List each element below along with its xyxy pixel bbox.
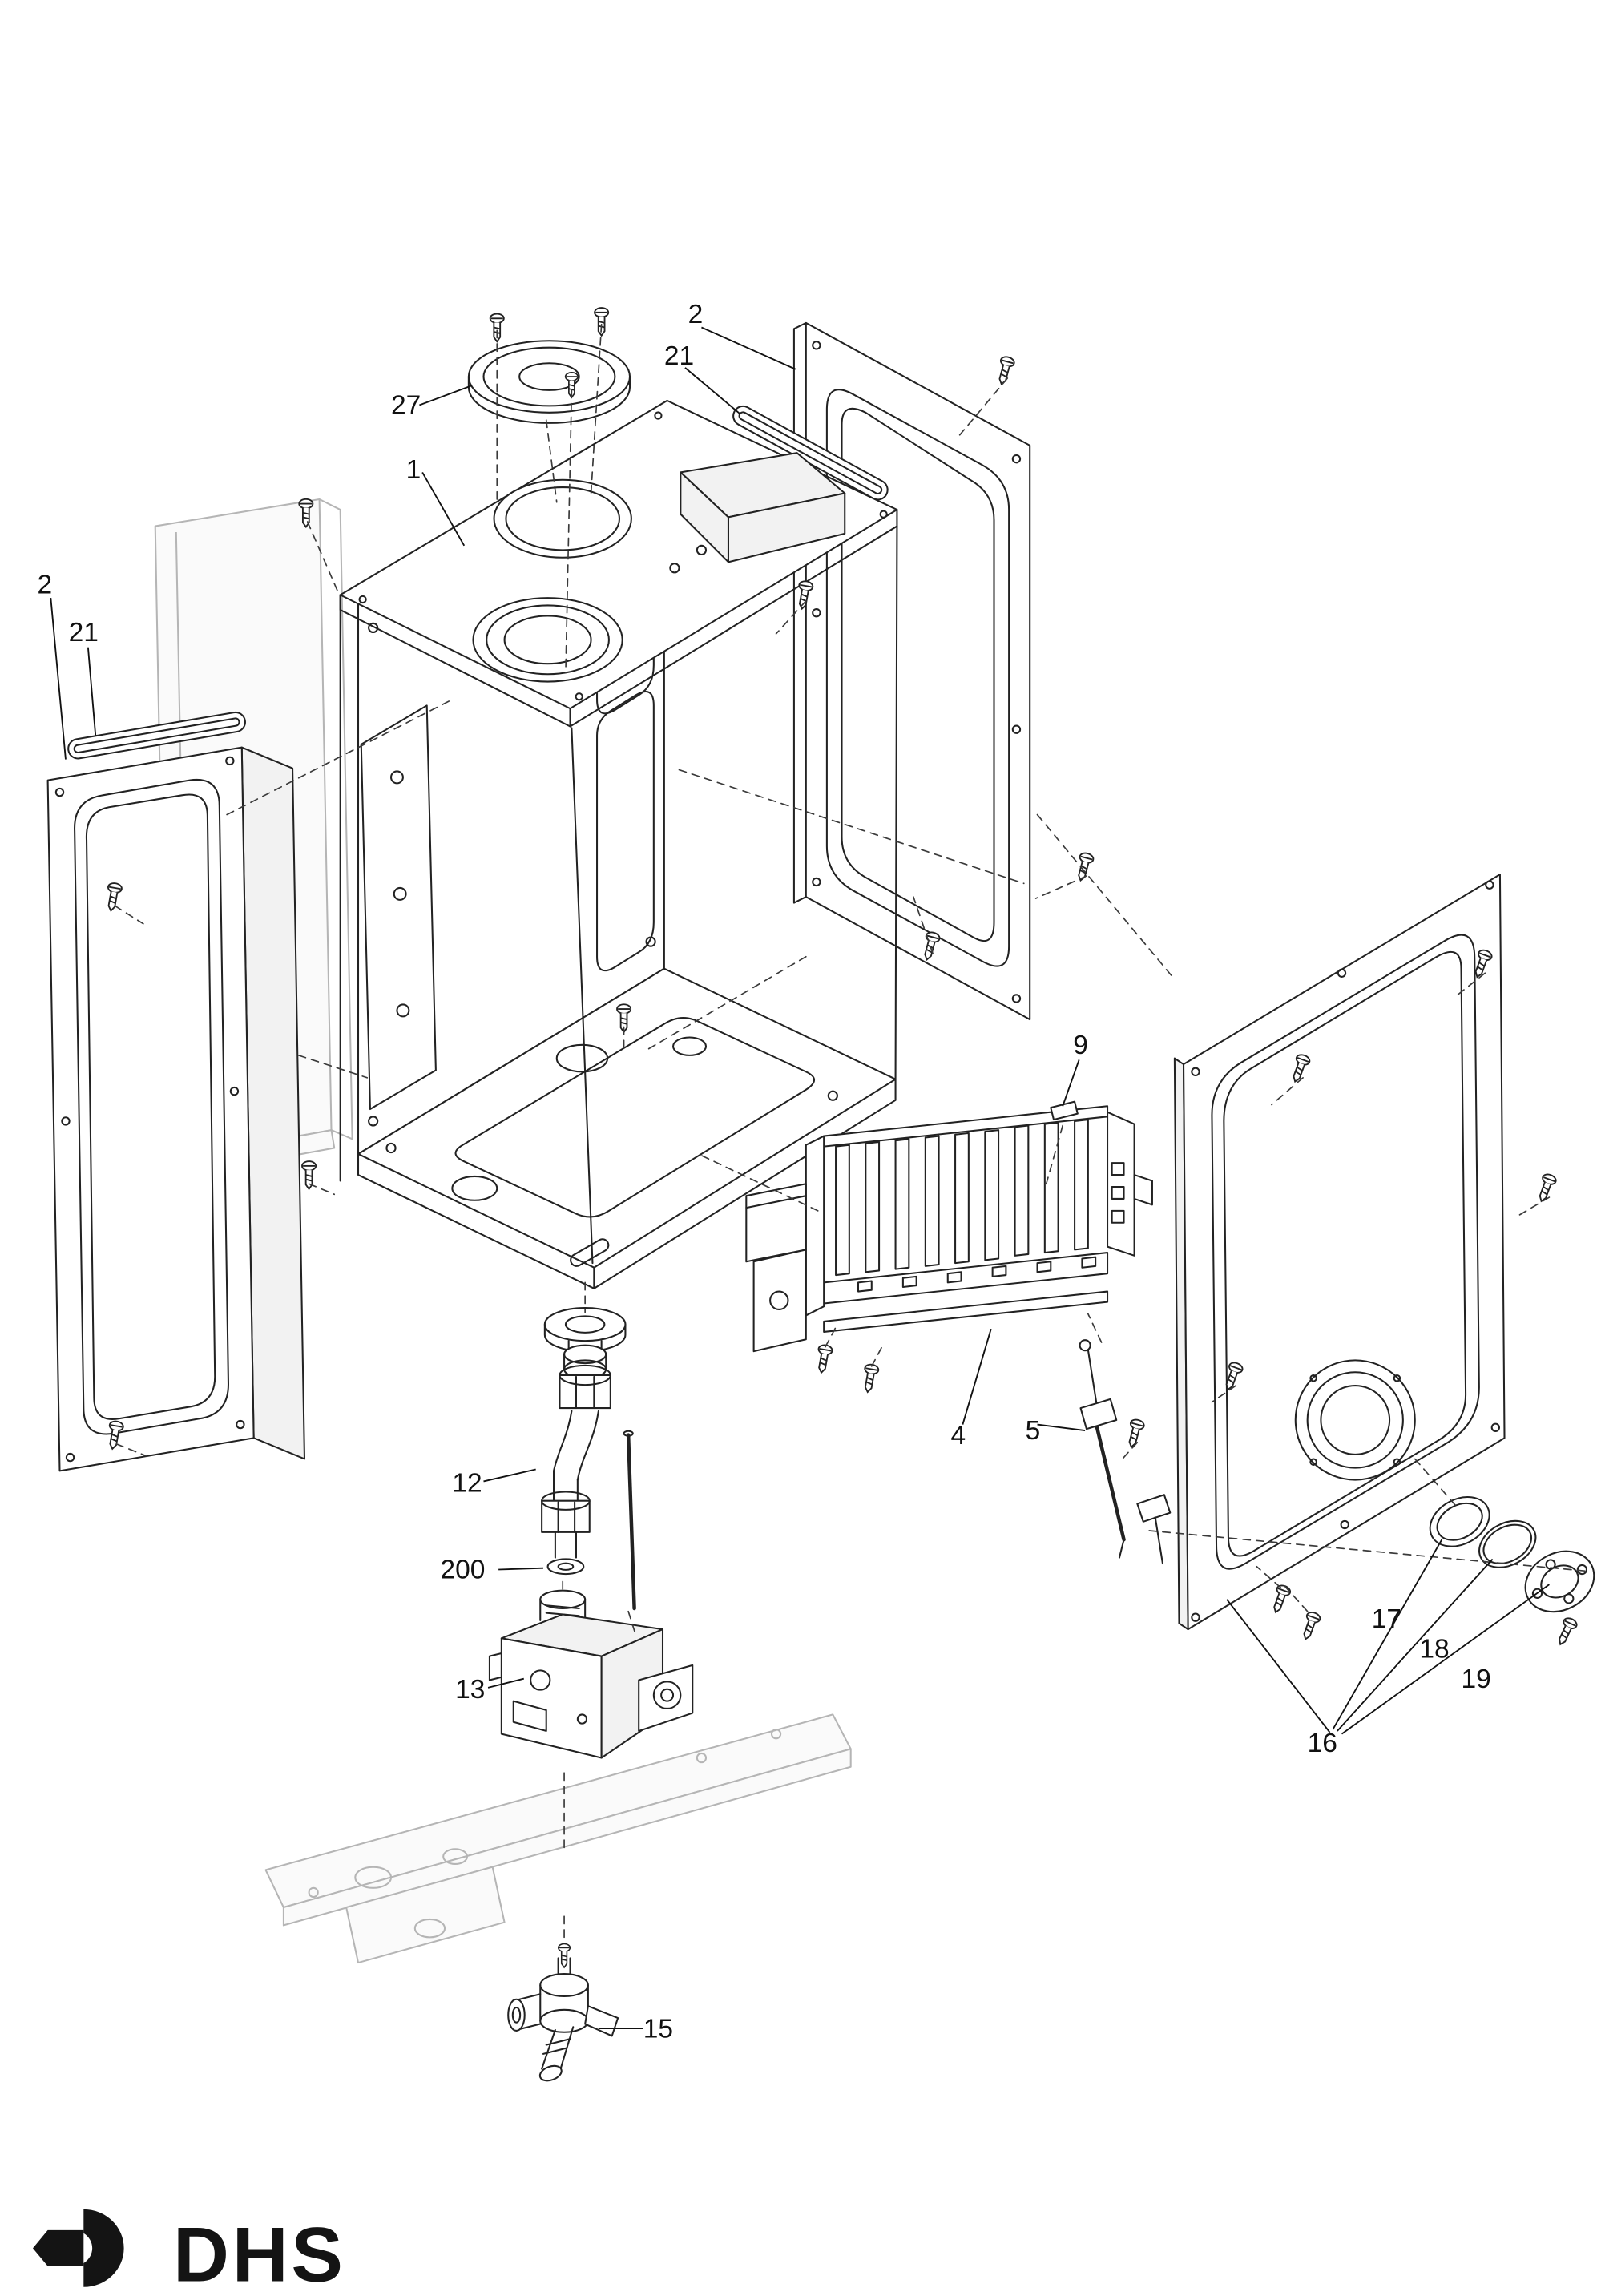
callout-19: 19	[1461, 1664, 1490, 1694]
washer-200	[546, 1558, 585, 1576]
callout-2-right: 2	[688, 300, 704, 329]
gas-valve	[488, 1589, 694, 1759]
callout-5: 5	[1026, 1416, 1041, 1446]
burner-assembly	[745, 1105, 1153, 1353]
dhs-logo-arrow	[32, 2229, 84, 2266]
callout-200: 200	[440, 1556, 485, 1585]
callout-15: 15	[643, 2014, 673, 2044]
callout-2-left: 2	[38, 570, 53, 599]
callout-labels: 27 1 2 21 2 21 9 4 5 12 200 13 15 16 17 …	[38, 300, 1491, 2044]
dhs-logo-mark	[83, 2209, 124, 2287]
gas-supply-pipe	[541, 1307, 636, 1611]
left-side-panel	[46, 746, 305, 1472]
assembly-guide-lines	[114, 323, 1587, 1944]
flue-cap	[467, 340, 631, 424]
callout-12: 12	[452, 1468, 482, 1498]
dhs-logo: DHS	[32, 2209, 346, 2296]
electrode	[1079, 1339, 1172, 1565]
top-panel	[339, 399, 898, 728]
left-seal-strip	[67, 711, 246, 760]
gasket-ring-flange-group	[1429, 1495, 1595, 1613]
callout-17: 17	[1372, 1604, 1401, 1634]
callout-9: 9	[1073, 1031, 1088, 1060]
callout-18: 18	[1419, 1635, 1449, 1664]
callout-13: 13	[455, 1675, 485, 1705]
right-side-outer-panel	[1173, 874, 1506, 1631]
callout-1: 1	[406, 455, 421, 485]
callout-4: 4	[950, 1421, 966, 1451]
callout-leaders	[50, 326, 1550, 2030]
mounting-plate-ghost	[264, 1713, 852, 1964]
callout-27: 27	[391, 391, 421, 421]
gas-service-cock	[507, 1957, 619, 2082]
callout-21-left: 21	[69, 618, 99, 648]
callout-21-right: 21	[664, 341, 694, 371]
rear-right-side-panel	[792, 321, 1031, 1021]
callout-16: 16	[1308, 1729, 1337, 1758]
retaining-clip	[1050, 1100, 1079, 1121]
logo-text: DHS	[173, 2210, 346, 2296]
